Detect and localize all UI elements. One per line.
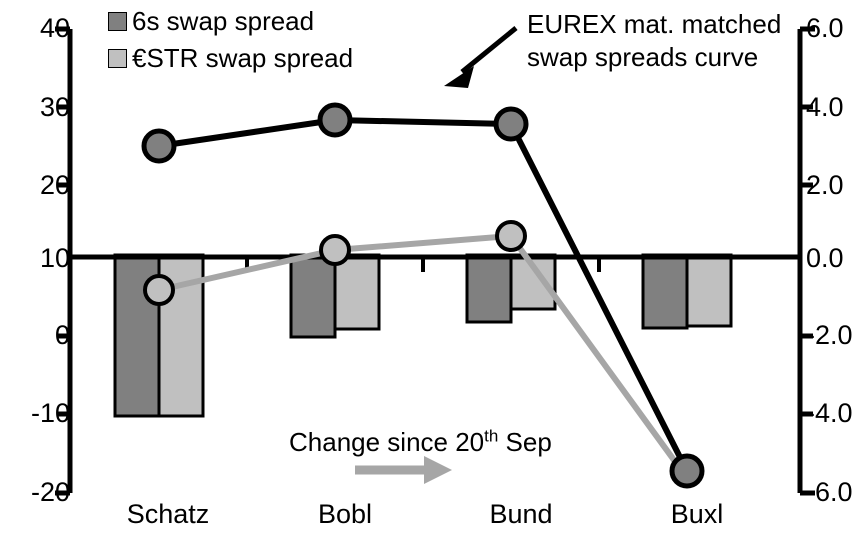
x-axis-category-schatz: Schatz xyxy=(126,499,210,529)
bar-group-schatz xyxy=(113,253,205,418)
legend-swatch-light xyxy=(108,48,127,68)
legend-label-estr-swap-spread: €STR swap spread xyxy=(132,43,354,73)
curve-callout-line2: swap spreads curve xyxy=(527,42,759,72)
left-axis-tick-neg10: -10 xyxy=(30,398,70,428)
marker-eurex-bund xyxy=(493,106,529,142)
bar-estr-buxl xyxy=(685,253,733,328)
legend-swatch-dark xyxy=(108,11,127,31)
change-since-note: Change since 20th Sep xyxy=(289,427,552,458)
legend-item-estr-swap-spread[interactable]: €STR swap spread xyxy=(108,45,353,71)
marker-eurex-schatz xyxy=(141,128,177,164)
bar-6s-bobl xyxy=(289,253,337,339)
change-since-arrow-icon xyxy=(355,456,452,484)
change-since-text-before: Change since 20 xyxy=(289,427,485,457)
x-axis-category-bund: Bund xyxy=(489,499,553,529)
line-series-eurex-curve xyxy=(158,117,690,473)
marker-eurex-bobl xyxy=(317,102,353,138)
bar-group-buxl xyxy=(641,253,733,330)
legend-item-6s-swap-spread[interactable]: 6s swap spread xyxy=(108,8,314,34)
right-axis-tick-0: 0.0 xyxy=(806,243,844,273)
bar-6s-bund xyxy=(465,253,513,324)
bar-6s-buxl xyxy=(641,253,689,330)
bar-estr-schatz xyxy=(157,253,205,418)
right-axis-tick-6: 6.0 xyxy=(806,13,844,43)
x-axis-category-bobl: Bobl xyxy=(317,499,373,529)
x-axis-category-buxl: Buxl xyxy=(670,499,724,529)
bar-group-bobl xyxy=(289,253,381,339)
marker-eurex-buxl xyxy=(669,453,705,489)
bar-group-bund xyxy=(465,253,557,324)
callout-arrow-icon xyxy=(444,26,518,88)
marker-estr-bund xyxy=(495,220,527,252)
bar-estr-bobl xyxy=(333,253,381,331)
left-axis-tick-10: 10 xyxy=(39,243,70,273)
right-axis-tick-neg6: -6.0 xyxy=(806,477,852,507)
curve-callout-line1: EUREX mat. matched xyxy=(527,9,782,39)
right-axis-tick-neg2: -2.0 xyxy=(806,320,852,350)
change-since-superscript: th xyxy=(484,426,499,446)
marker-estr-schatz xyxy=(143,274,175,306)
change-since-text-after: Sep xyxy=(498,427,552,457)
left-axis-tick-40: 40 xyxy=(39,13,70,43)
right-axis-tick-4: 4.0 xyxy=(806,92,844,122)
bar-6s-schatz xyxy=(113,253,161,418)
legend-label-6s-swap-spread: 6s swap spread xyxy=(132,6,315,36)
left-axis-tick-0: 0 xyxy=(54,320,70,350)
left-axis-tick-30: 30 xyxy=(39,92,70,122)
left-axis-tick-neg20: -20 xyxy=(30,477,70,507)
right-axis-tick-2: 2.0 xyxy=(806,170,844,200)
left-axis-tick-20: 20 xyxy=(39,170,70,200)
marker-estr-bobl xyxy=(319,234,351,266)
right-axis-tick-neg4: -4.0 xyxy=(806,398,852,428)
bar-estr-bund xyxy=(509,253,557,311)
